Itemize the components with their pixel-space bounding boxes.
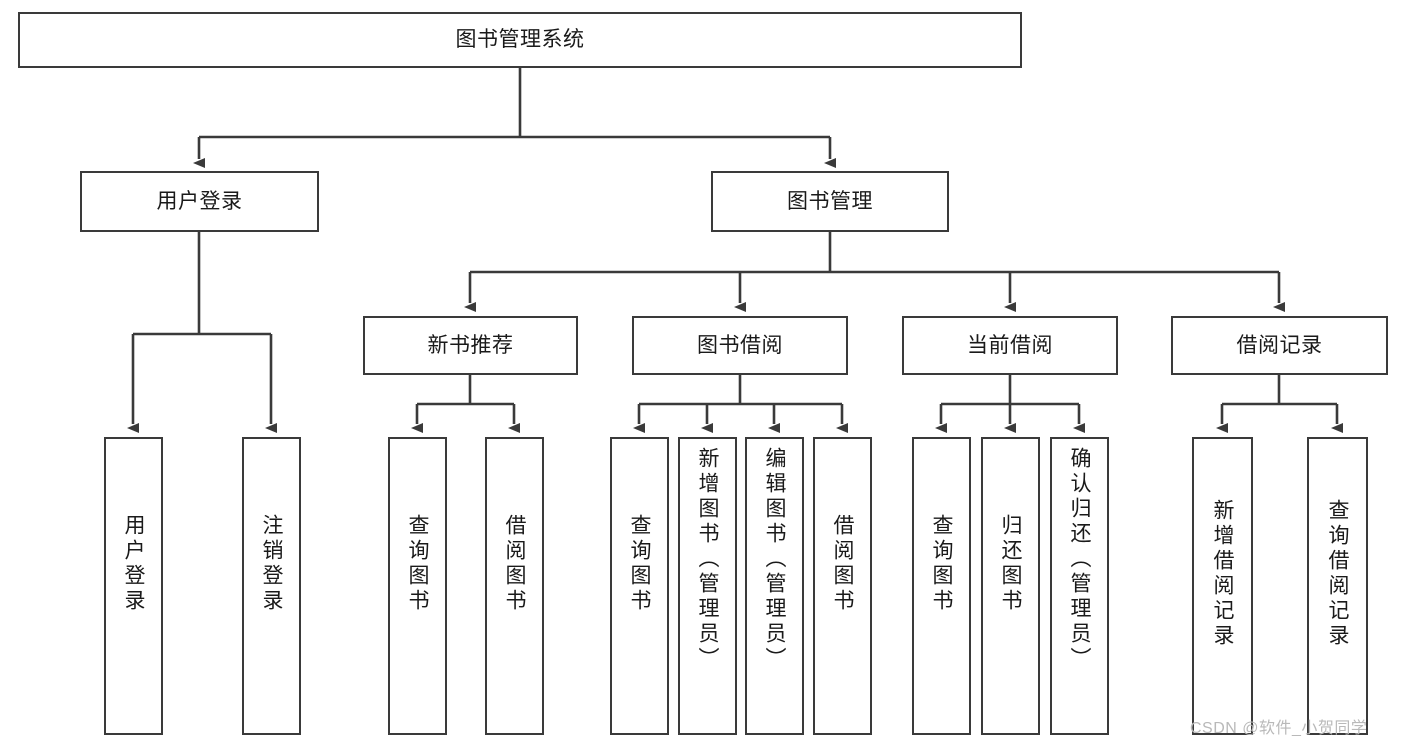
node-book-borrow[interactable]: 图书借阅 <box>632 316 848 375</box>
node-leaf-edit-book-label: 编辑图书（管理员） <box>763 447 786 672</box>
node-leaf-add-book-label: 新增图书（管理员） <box>696 447 719 672</box>
node-leaf-return-book-label: 归还图书 <box>999 514 1022 614</box>
watermark: CSDN @软件_小贺同学 <box>1190 720 1368 737</box>
node-book-manage[interactable]: 图书管理 <box>711 171 949 232</box>
node-leaf-borrow-book-2[interactable]: 借阅图书 <box>813 437 872 735</box>
node-leaf-user-login-label: 用户登录 <box>122 514 145 614</box>
node-leaf-logout-label: 注销登录 <box>260 514 283 614</box>
node-current-borrow-label: 当前借阅 <box>967 333 1053 357</box>
node-leaf-query-book-3[interactable]: 查询图书 <box>912 437 971 735</box>
node-leaf-borrow-book-1-label: 借阅图书 <box>503 514 526 614</box>
node-leaf-query-record[interactable]: 查询借阅记录 <box>1307 437 1368 735</box>
node-leaf-edit-book[interactable]: 编辑图书（管理员） <box>745 437 804 735</box>
node-leaf-add-book[interactable]: 新增图书（管理员） <box>678 437 737 735</box>
node-leaf-query-book-2-label: 查询图书 <box>628 514 651 614</box>
node-leaf-confirm-return[interactable]: 确认归还（管理员） <box>1050 437 1109 735</box>
node-leaf-query-book-1-label: 查询图书 <box>406 514 429 614</box>
node-root[interactable]: 图书管理系统 <box>18 12 1022 68</box>
node-borrow-record[interactable]: 借阅记录 <box>1171 316 1388 375</box>
node-leaf-add-record[interactable]: 新增借阅记录 <box>1192 437 1253 735</box>
node-user-login[interactable]: 用户登录 <box>80 171 319 232</box>
node-leaf-query-book-1[interactable]: 查询图书 <box>388 437 447 735</box>
node-new-book-rec[interactable]: 新书推荐 <box>363 316 578 375</box>
node-leaf-add-record-label: 新增借阅记录 <box>1211 499 1234 649</box>
node-leaf-user-login[interactable]: 用户登录 <box>104 437 163 735</box>
node-user-login-label: 用户登录 <box>156 189 243 213</box>
node-leaf-borrow-book-2-label: 借阅图书 <box>831 514 854 614</box>
node-leaf-query-book-3-label: 查询图书 <box>930 514 953 614</box>
node-leaf-return-book[interactable]: 归还图书 <box>981 437 1040 735</box>
node-book-borrow-label: 图书借阅 <box>697 333 783 357</box>
node-new-book-rec-label: 新书推荐 <box>427 333 514 357</box>
node-leaf-query-book-2[interactable]: 查询图书 <box>610 437 669 735</box>
node-leaf-logout[interactable]: 注销登录 <box>242 437 301 735</box>
node-leaf-confirm-return-label: 确认归还（管理员） <box>1068 447 1091 672</box>
node-leaf-borrow-book-1[interactable]: 借阅图书 <box>485 437 544 735</box>
node-current-borrow[interactable]: 当前借阅 <box>902 316 1118 375</box>
node-leaf-query-record-label: 查询借阅记录 <box>1326 499 1349 649</box>
node-book-manage-label: 图书管理 <box>787 189 873 213</box>
node-root-label: 图书管理系统 <box>455 28 585 52</box>
node-borrow-record-label: 借阅记录 <box>1236 333 1323 357</box>
